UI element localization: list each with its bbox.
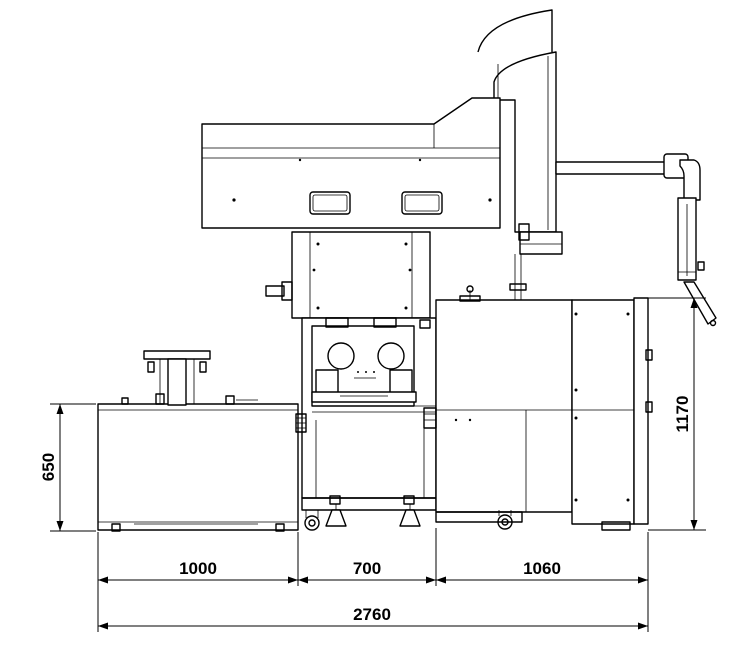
side-arm	[555, 153, 717, 327]
dimension-width-row: 1000 700 1060	[98, 559, 648, 584]
middle-lower-block	[301, 317, 437, 531]
dimension-label-700: 700	[353, 559, 381, 578]
dimension-label-1060: 1060	[523, 559, 561, 578]
dimension-label-650: 650	[39, 453, 58, 481]
left-cabinet	[97, 350, 307, 532]
upper-column	[477, 9, 563, 255]
top-housing	[201, 97, 501, 229]
dimension-height-1170: 1170	[648, 297, 706, 531]
middle-upper-block	[265, 231, 431, 319]
dimension-height-650: 650	[39, 403, 96, 532]
dimension-label-1170: 1170	[673, 396, 692, 433]
dimension-label-1000: 1000	[179, 559, 217, 578]
dimension-width-total: 2760	[98, 605, 648, 630]
dimension-label-2760: 2760	[353, 605, 391, 624]
right-cabinet	[423, 254, 653, 531]
dimension-extension-lines	[97, 528, 649, 632]
